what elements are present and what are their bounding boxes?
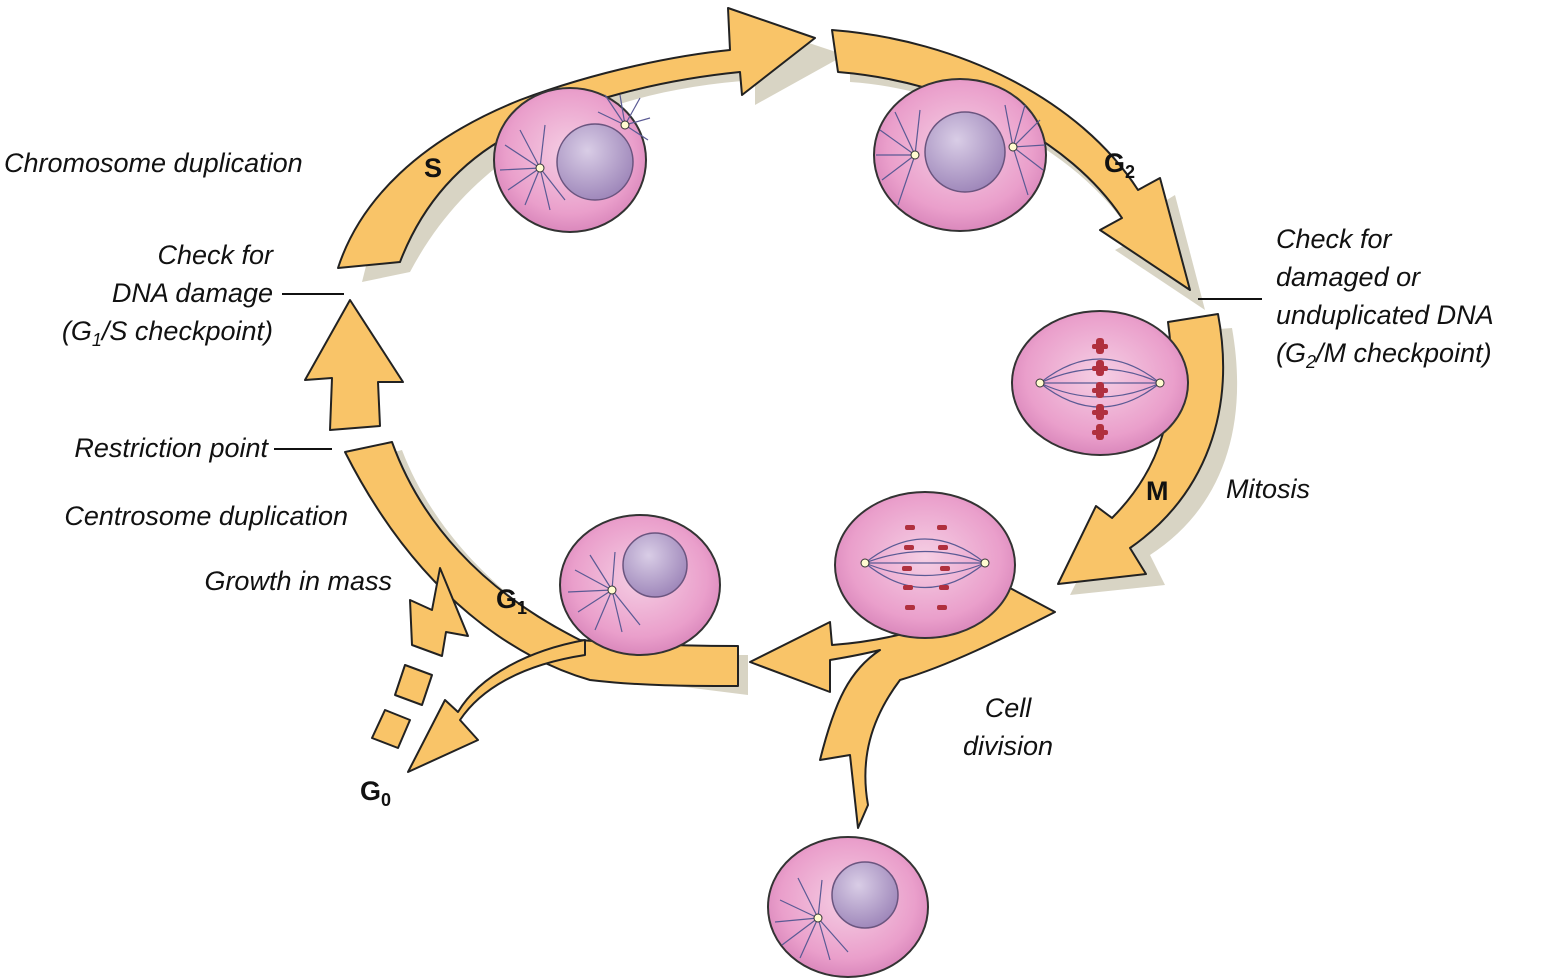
g0-arrow	[407, 639, 586, 773]
leader-lines	[274, 293, 1262, 450]
g0-return-arrow-head	[409, 567, 469, 657]
check-damaged-label-line1: Check for	[1276, 224, 1393, 254]
aster-icon	[774, 877, 849, 961]
aster-icon	[499, 94, 651, 211]
cell-division-label-line1: Cell	[985, 693, 1033, 723]
g1-phase-cell-icon	[559, 514, 721, 656]
g0-phase-label: G0	[360, 776, 391, 810]
aster-icon	[876, 104, 1046, 206]
chromosome-duplication-label: Chromosome duplication	[4, 148, 303, 178]
restriction-arrow	[304, 299, 404, 431]
s-phase-label: S	[424, 153, 442, 183]
growth-in-mass-label: Growth in mass	[204, 566, 392, 596]
check-damaged-label-line2: damaged or	[1276, 262, 1421, 292]
m-phase-label: M	[1146, 476, 1169, 506]
g0-return-dash-1	[394, 664, 433, 706]
g0-return-dash-2	[371, 709, 411, 749]
restriction-point-label: Restriction point	[74, 433, 269, 463]
g1-phase-label: G1	[496, 584, 527, 618]
g2-phase-cell-icon	[873, 78, 1047, 232]
cycle-arrows	[304, 7, 1225, 829]
g2m-checkpoint-label: (G2/M checkpoint)	[1276, 338, 1492, 372]
mitosis-label: Mitosis	[1226, 474, 1310, 504]
daughter-cell-icon	[767, 836, 929, 978]
check-dna-damage-label-line1: Check for	[157, 240, 274, 270]
anaphase-cell-icon	[834, 491, 1016, 639]
check-damaged-label-line3: unduplicated DNA	[1276, 300, 1494, 330]
s-phase-cell-icon	[493, 87, 651, 233]
chromosome-icon	[902, 525, 950, 610]
s-phase-arrow	[337, 7, 816, 269]
g1s-checkpoint-label: (G1/S checkpoint)	[62, 316, 273, 350]
cell-division-label-line2: division	[963, 731, 1053, 761]
chromosome-icon	[1092, 338, 1108, 440]
spindle-icon	[864, 538, 986, 589]
g2-phase-label: G2	[1104, 148, 1135, 182]
metaphase-cell-icon	[1011, 310, 1189, 456]
check-dna-damage-label-line2: DNA damage	[112, 278, 273, 308]
g1-phase-arrow	[344, 441, 739, 687]
cytokinesis-arrow	[749, 587, 1056, 829]
aster-icon	[567, 551, 641, 633]
centrosome-duplication-label: Centrosome duplication	[64, 501, 348, 531]
